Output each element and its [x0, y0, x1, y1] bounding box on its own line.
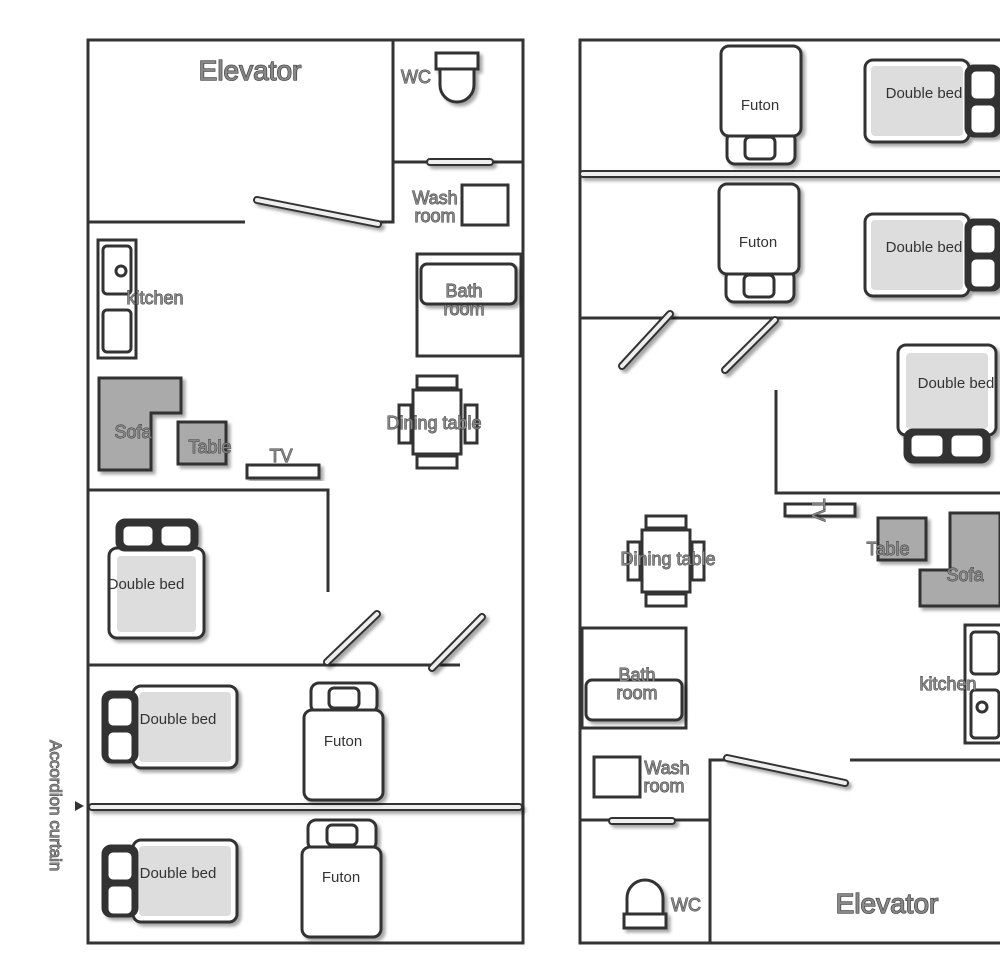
right-kitchen-label: kitchen [919, 674, 976, 694]
accordion-curtain-label: Accordion curtain [46, 740, 65, 871]
right-doors [579, 170, 1000, 825]
right-outer-wall [578, 38, 1000, 945]
right-bath-label-2: room [616, 683, 657, 703]
left-double-bed-vertical [107, 518, 206, 640]
left-futon-1 [302, 681, 385, 802]
left-double-bed-3-label: Double bed [140, 865, 217, 882]
left-table-label: Table [188, 437, 231, 457]
accordion-curtain-arrow [75, 801, 84, 811]
left-wc-label: WC [401, 67, 431, 87]
right-elevator-wall [708, 758, 1000, 943]
right-wc-label: WC [671, 895, 701, 915]
left-wash-label-1: Wash [412, 188, 457, 208]
right-tv-label: TV [808, 498, 828, 521]
right-futon-1-label: Futon [741, 97, 779, 114]
left-futon-2 [300, 818, 383, 939]
right-futon-2-label: Futon [739, 234, 777, 251]
right-wash-label-1: Wash [644, 758, 689, 778]
left-double-bed-2 [101, 684, 239, 770]
right-beds [717, 44, 1000, 464]
left-unit [86, 38, 525, 945]
right-labels: Futon Double bed Futon Double bed Double… [616, 85, 995, 920]
right-sofa [918, 511, 1000, 608]
left-toilet [434, 51, 480, 104]
left-sofa [97, 376, 183, 472]
right-tv [783, 502, 857, 518]
right-wash-label-2: room [643, 776, 684, 796]
left-bedroom-wall [88, 488, 330, 592]
right-bath-label-1: Bath [618, 665, 655, 685]
left-double-bed-2-label: Double bed [140, 711, 217, 728]
left-bathtub [419, 262, 518, 306]
right-double-bed-1 [863, 58, 1000, 144]
left-bath-label-2: room [443, 299, 484, 319]
left-labels: Elevator WC Wash room Bath room kitchen … [46, 54, 485, 886]
left-doors [88, 158, 523, 811]
right-double-bed-1-label: Double bed [886, 85, 963, 102]
left-futon-1-label: Futon [324, 733, 362, 750]
left-sofa-label: Sofa [114, 422, 152, 442]
left-fixtures [96, 51, 518, 480]
right-sofa-label: Sofa [946, 565, 984, 585]
right-bedroom-wall [774, 390, 1000, 495]
left-beds [101, 518, 385, 939]
right-dining-label: Dining table [620, 549, 715, 569]
left-dining-set [397, 374, 479, 470]
left-futon-2-label: Futon [322, 869, 360, 886]
right-futon-1 [719, 44, 803, 166]
left-kitchen-label: kitchen [126, 288, 183, 308]
right-dining-set [626, 514, 706, 608]
left-elevator-label: Elevator [199, 55, 302, 86]
right-toilet [622, 878, 668, 930]
left-dining-label: Dining table [386, 413, 481, 433]
right-wash-basin [592, 755, 642, 799]
right-double-bed-3-label: Double bed [918, 375, 995, 392]
right-unit [578, 38, 1000, 945]
right-double-bed-2 [863, 212, 1000, 298]
left-wash-basin [460, 183, 510, 227]
right-elevator-label: Elevator [836, 888, 939, 919]
left-double-bed-3 [101, 838, 239, 924]
right-kitchen-counter [963, 623, 1000, 745]
right-double-bed-2-label: Double bed [886, 239, 963, 256]
right-bathtub [584, 678, 684, 722]
left-tv [245, 463, 321, 480]
left-bath-label-1: Bath [445, 281, 482, 301]
right-fixtures [584, 502, 1000, 930]
left-wash-label-2: room [414, 206, 455, 226]
left-kitchen-counter [96, 238, 138, 360]
right-table [876, 516, 928, 562]
left-elevator-wall [88, 40, 395, 224]
left-tv-label: TV [269, 446, 292, 466]
right-double-bed-3 [896, 343, 998, 464]
right-bath-room-wall [580, 626, 688, 730]
left-double-bed-1-label: Double bed [108, 576, 185, 593]
right-futon-2 [717, 182, 801, 304]
left-bath-room-wall [415, 252, 523, 358]
left-table [176, 420, 228, 466]
right-table-label: Table [866, 539, 909, 559]
